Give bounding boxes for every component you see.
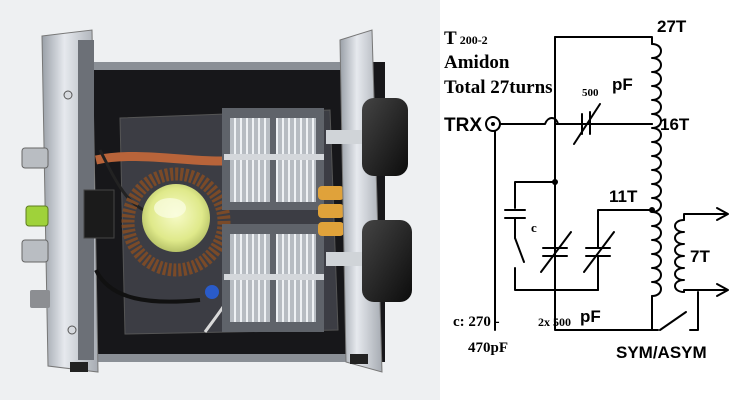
switch-block	[83, 189, 115, 239]
variable-capacitor-bottom	[222, 224, 324, 332]
wire-cap-top	[554, 111, 591, 125]
knob-grey-bottom	[21, 239, 49, 263]
fixed-capacitor	[318, 186, 344, 200]
core-brand: Amidon	[444, 52, 510, 73]
switch-sym-lever	[659, 311, 687, 331]
tap-16t: 16T	[660, 115, 690, 134]
blue-component	[205, 285, 219, 299]
toroid-winding	[121, 167, 231, 277]
arrow-out-top	[716, 207, 729, 221]
secondary-coil	[674, 219, 685, 293]
wire-c	[514, 181, 556, 209]
main-coil	[651, 43, 662, 297]
foot	[350, 354, 368, 364]
trx-connector-center	[491, 122, 495, 126]
tap-11t: 11T	[609, 187, 638, 206]
fixed-capacitor	[318, 204, 344, 218]
screw	[63, 90, 73, 100]
tuning-knob-bottom	[362, 220, 412, 302]
cap-c-label: c	[531, 220, 537, 235]
tuning-knob-top	[362, 98, 408, 176]
c-range-line-1: c: 270 -	[453, 314, 500, 330]
trx-label: TRX	[444, 115, 482, 136]
total-turns: Total 27turns	[444, 77, 553, 98]
chassis-rail-top	[92, 62, 354, 70]
knob-grey-top	[21, 147, 49, 169]
wire-switch-right	[689, 291, 699, 331]
shaft-top	[326, 130, 366, 144]
wire-top	[554, 36, 653, 45]
cap-dual-right-arrow	[583, 231, 615, 273]
wire-c-bottom	[514, 267, 556, 291]
junction-dot	[649, 207, 655, 213]
switch-c-lever	[514, 237, 525, 263]
cap-top-unit: pF	[612, 75, 633, 94]
cap-top-value: 500	[582, 87, 599, 99]
wire-dual-right-top	[597, 209, 653, 249]
foot	[70, 362, 88, 372]
fixed-capacitor	[318, 222, 344, 236]
variable-capacitor-top	[222, 108, 324, 210]
junction-dot	[552, 179, 558, 185]
copper-strap	[95, 152, 241, 166]
secondary-7t: 7T	[690, 247, 710, 266]
cap-dual-unit: pF	[580, 307, 601, 326]
wire-dual-bottom	[554, 255, 599, 291]
knob-green	[25, 205, 49, 227]
wire-left-vertical	[554, 36, 653, 331]
cap-top-arrow	[573, 103, 601, 145]
connector-bottom	[30, 290, 50, 308]
shaft-bottom	[326, 252, 366, 266]
tuner-photo	[0, 0, 440, 400]
arrow-out-bottom	[716, 283, 729, 297]
cap-dual-left-arrow	[540, 231, 572, 273]
wire	[94, 269, 201, 304]
sym-asym-label: SYM/ASYM	[616, 343, 707, 362]
tap-27t: 27T	[657, 17, 687, 36]
chassis-rail-bottom	[92, 354, 354, 362]
toroid-core	[142, 184, 210, 252]
cap-dual-value: 2x 500	[538, 315, 571, 329]
screw	[67, 325, 77, 335]
wire-out-bottom	[683, 289, 727, 293]
c-range-line-2: 470pF	[468, 340, 508, 356]
wire-out-top	[683, 213, 727, 221]
toroid-highlight	[154, 198, 186, 218]
